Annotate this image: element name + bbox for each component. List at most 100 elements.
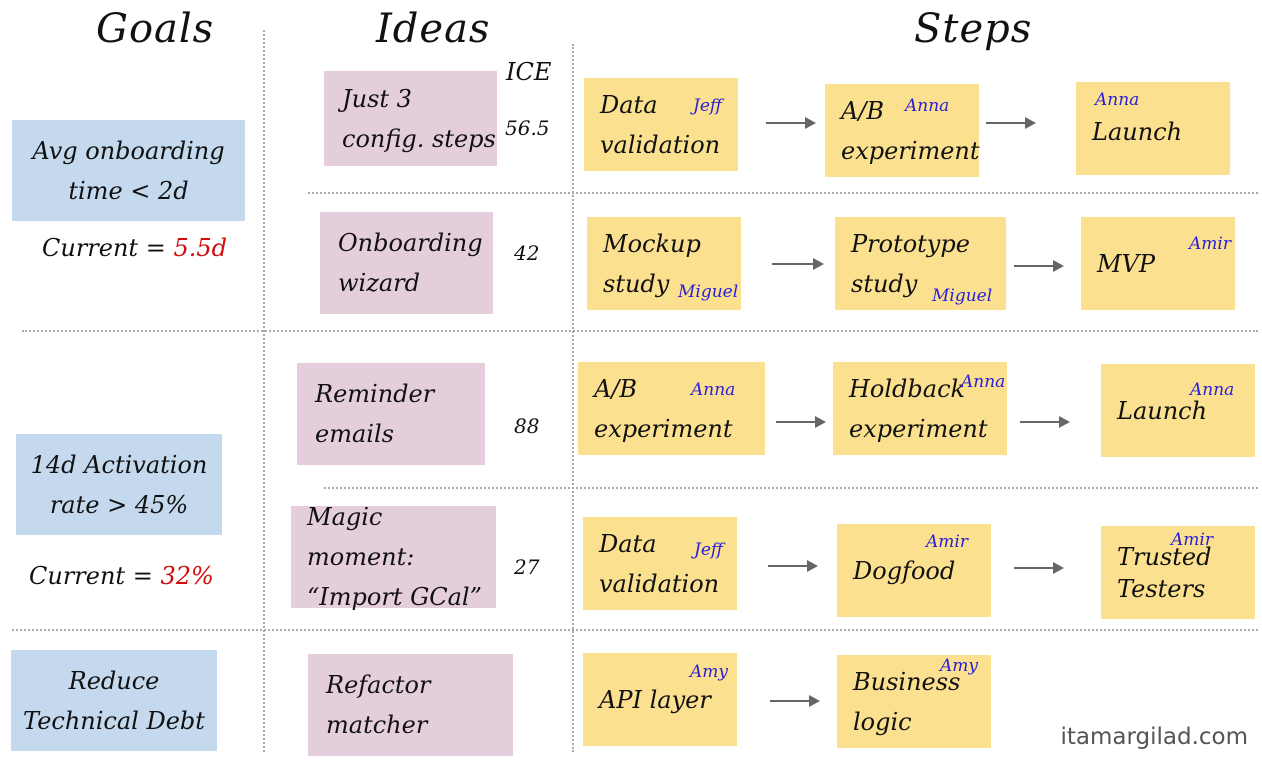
step-line: experiment [594, 414, 733, 443]
current-label: Current = [42, 234, 174, 262]
step-card[interactable]: Trusted Testers [1101, 526, 1255, 619]
ice-score: 88 [514, 414, 540, 438]
step-line: MVP [1097, 249, 1156, 278]
step-card[interactable]: Data validation [584, 78, 738, 171]
goal-line: 14d Activation [30, 450, 208, 479]
goal-line: Technical Debt [23, 706, 205, 735]
idea-card[interactable]: Onboarding wizard [320, 212, 493, 314]
arrow-icon [986, 117, 1036, 129]
arrow-icon [1020, 416, 1070, 428]
step-line: study [603, 269, 670, 298]
step-line: Testers [1117, 574, 1206, 603]
step-owner: Amir [1171, 530, 1213, 550]
step-owner: Anna [1095, 90, 1140, 110]
step-line: API layer [599, 685, 711, 714]
idea-line: Magic moment: [307, 503, 415, 571]
arrow-icon [766, 117, 816, 129]
ice-score: 42 [514, 241, 540, 265]
idea-line: Onboarding [338, 229, 483, 257]
step-line: Holdback [849, 374, 966, 403]
idea-card[interactable]: Magic moment: “Import GCal” [291, 503, 496, 611]
arrow-icon [768, 560, 818, 572]
step-line: experiment [849, 414, 988, 443]
step-card[interactable]: A/B experiment [578, 362, 765, 455]
ice-score: 56.5 [505, 116, 550, 140]
step-card[interactable]: Prototype study [835, 217, 1006, 310]
step-line: A/B [594, 374, 638, 403]
step-owner: Anna [691, 380, 736, 400]
idea-card[interactable]: Reminder emails [297, 363, 485, 465]
step-card[interactable]: Dogfood [837, 524, 991, 617]
goal-line: Avg onboarding [32, 136, 225, 165]
goal-divider-1 [22, 330, 1258, 332]
step-line: Launch [1092, 118, 1183, 146]
arrow-icon [770, 695, 820, 707]
goal-divider-2 [12, 629, 1258, 631]
ice-header: ICE [506, 58, 552, 86]
goal-line: time < 2d [68, 176, 189, 205]
step-owner: Jeff [694, 540, 723, 560]
goal-current: Current = 32% [29, 562, 214, 590]
step-line: Dogfood [853, 556, 956, 585]
step-card[interactable]: Business logic [837, 655, 991, 748]
idea-line: “Import GCal” [307, 583, 482, 611]
step-line: Prototype [851, 229, 970, 258]
step-card[interactable]: Holdback experiment [833, 362, 1007, 455]
idea-line: config. steps [342, 124, 496, 153]
idea-line: Reminder [315, 380, 435, 408]
steps-header: Steps [914, 6, 1033, 52]
step-card[interactable]: Data validation [583, 517, 737, 610]
idea-card[interactable]: Just 3 config. steps [324, 71, 497, 166]
goal-card[interactable]: Reduce Technical Debt [11, 650, 217, 751]
step-owner: Anna [1190, 380, 1235, 400]
step-owner: Amir [926, 532, 968, 552]
step-line: Mockup [603, 229, 701, 258]
idea-line: wizard [338, 269, 421, 297]
current-label: Current = [29, 562, 161, 590]
step-card[interactable]: Mockup study [587, 217, 741, 310]
step-card[interactable]: MVP [1081, 217, 1235, 310]
step-line: Business [853, 667, 961, 696]
idea-divider-1 [308, 192, 1258, 194]
step-card[interactable]: API layer [583, 653, 737, 746]
step-line: logic [853, 707, 912, 736]
goals-header: Goals [96, 6, 215, 52]
step-owner: Anna [961, 372, 1006, 392]
idea-card[interactable]: Refactor matcher [308, 654, 513, 756]
arrow-icon [776, 416, 826, 428]
step-line: Trusted [1117, 542, 1212, 571]
goal-line: Reduce [68, 666, 160, 695]
idea-line: Refactor [326, 671, 431, 699]
step-line: Data [600, 90, 658, 119]
step-owner: Miguel [678, 282, 739, 302]
goal-current: Current = 5.5d [42, 234, 227, 262]
step-owner: Amy [690, 662, 729, 682]
step-owner: Amy [940, 656, 979, 676]
goal-card[interactable]: Avg onboarding time < 2d [12, 120, 245, 221]
step-owner: Jeff [693, 96, 722, 116]
step-line: Data [599, 529, 657, 558]
arrow-icon [1014, 260, 1064, 272]
goal-card[interactable]: 14d Activation rate > 45% [16, 434, 222, 535]
step-card[interactable]: Launch [1101, 364, 1255, 457]
arrow-icon [772, 258, 824, 270]
current-value: 5.5d [173, 234, 227, 262]
current-value: 32% [160, 562, 214, 590]
ideas-header: Ideas [376, 6, 491, 52]
idea-line: Just 3 [342, 84, 412, 113]
ideas-steps-divider [572, 44, 574, 752]
step-owner: Anna [905, 96, 950, 116]
step-line: validation [600, 130, 721, 159]
step-owner: Miguel [932, 286, 993, 306]
step-card[interactable]: Launch [1076, 82, 1230, 175]
step-line: study [851, 269, 918, 298]
step-line: A/B [841, 96, 885, 125]
watermark-text: itamargilad.com [1060, 724, 1248, 750]
ice-score: 27 [514, 555, 540, 579]
arrow-icon [1014, 562, 1064, 574]
step-line: experiment [841, 136, 980, 165]
idea-line: matcher [326, 711, 428, 739]
step-card[interactable]: A/B experiment [825, 84, 980, 177]
step-line: Launch [1117, 396, 1208, 425]
goals-ideas-divider [263, 30, 265, 752]
